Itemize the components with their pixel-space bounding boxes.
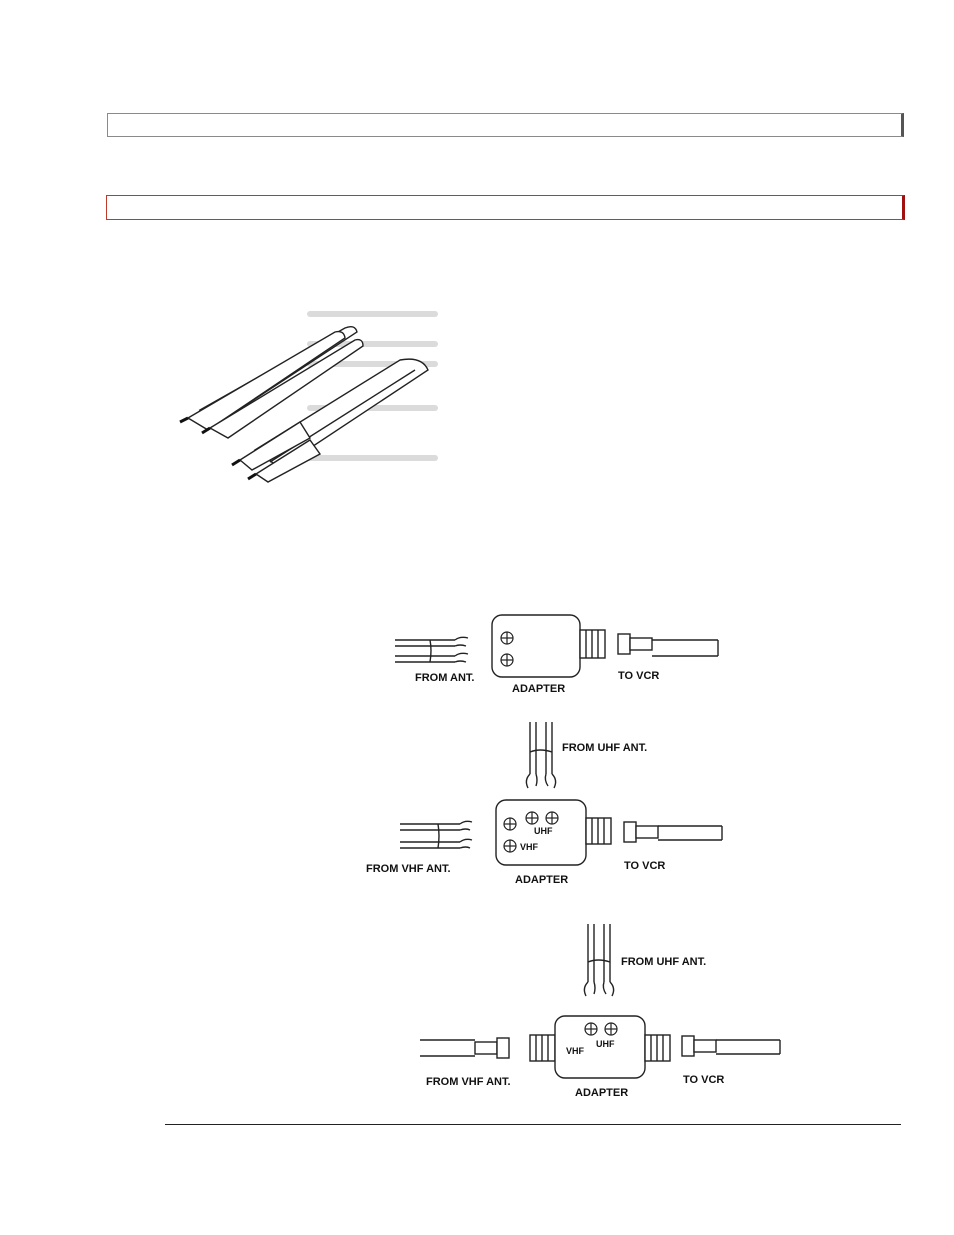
- to-vcr-label: TO VCR: [683, 1074, 724, 1086]
- uhf-terminal-label: UHF: [596, 1039, 615, 1049]
- to-vcr-label: TO VCR: [618, 670, 659, 682]
- from-ant-label: FROM ANT.: [415, 672, 474, 684]
- from-vhf-ant-label: FROM VHF ANT.: [366, 863, 451, 875]
- adapter-diagram-300-ohm: FROM ANT. ADAPTER TO VCR: [360, 600, 740, 705]
- vhf-terminal-label: VHF: [566, 1046, 585, 1056]
- vhf-terminal-label: VHF: [520, 842, 539, 852]
- adapter-label: ADAPTER: [512, 683, 565, 695]
- to-vcr-label: TO VCR: [624, 860, 665, 872]
- section-header-bar: [107, 113, 904, 137]
- from-vhf-ant-label: FROM VHF ANT.: [426, 1076, 511, 1088]
- adapter-diagram-uhf-vhf-twin: FROM UHF ANT. UHF VHF FROM VHF ANT. ADAP…: [360, 722, 740, 892]
- from-uhf-ant-label: FROM UHF ANT.: [621, 956, 706, 968]
- uhf-terminal-label: UHF: [534, 826, 553, 836]
- section-title-bar: [106, 195, 905, 220]
- from-uhf-ant-label: FROM UHF ANT.: [562, 742, 647, 754]
- adapter-label: ADAPTER: [575, 1087, 628, 1099]
- adapter-diagram-uhf-vhf-coax: FROM UHF ANT. VHF UHF FROM VHF ANT. ADAP…: [410, 920, 800, 1105]
- footer-rule: [165, 1124, 901, 1125]
- adapter-label: ADAPTER: [515, 874, 568, 886]
- twin-lead-wire-illustration: [160, 300, 445, 490]
